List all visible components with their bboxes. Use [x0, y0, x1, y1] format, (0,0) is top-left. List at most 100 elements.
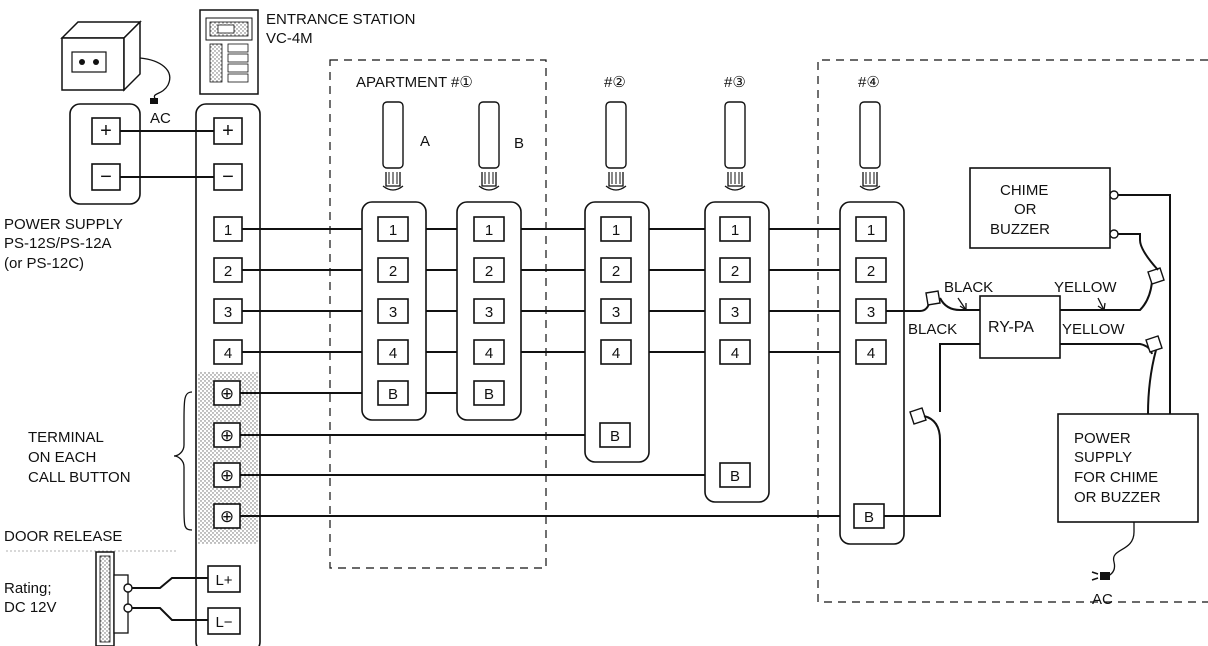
wire-connector-icon	[925, 290, 941, 306]
ps-chime-label-line2: SUPPLY	[1074, 449, 1132, 466]
es-lminus-terminal: L−	[207, 607, 241, 635]
svg-text:⊕: ⊕	[220, 426, 234, 445]
es-terminal-4: 4	[213, 339, 243, 365]
es-terminal-2: 2	[213, 257, 243, 283]
svg-text:L−: L−	[215, 614, 232, 631]
power-supply-label-line1: POWER SUPPLY	[4, 216, 123, 233]
svg-text:4: 4	[731, 345, 739, 362]
apt2-terminal-4: 4	[600, 339, 632, 365]
ac-plug-icon	[1091, 571, 1110, 581]
es-terminal-3: 3	[213, 298, 243, 324]
yellow-wire-to-splice	[1060, 343, 1153, 355]
yellow-wire-to-chime	[1118, 233, 1159, 271]
svg-text:3: 3	[389, 304, 397, 321]
apt3-terminal-b: B	[719, 462, 751, 488]
entrance-station-model: VC-4M	[266, 30, 313, 47]
svg-text:4: 4	[389, 345, 397, 362]
chime-label-line1: CHIME	[1000, 182, 1048, 199]
apt1a-terminal-1: 1	[377, 216, 409, 242]
es-call-terminal-4: ⊕	[213, 503, 241, 529]
svg-text:+: +	[100, 120, 112, 142]
apartment-4-terminal-strip	[839, 201, 905, 545]
rating-label-line2: DC 12V	[4, 599, 57, 616]
svg-text:B: B	[388, 386, 398, 403]
svg-text:1: 1	[485, 222, 493, 239]
svg-text:−: −	[222, 166, 234, 188]
apt3-terminal-3: 3	[719, 298, 751, 324]
yellow-wire-label-mid: YELLOW	[1062, 321, 1125, 338]
svg-text:1: 1	[224, 222, 232, 239]
apartment-1-group-outline	[329, 59, 547, 569]
apt1a-terminal-b: B	[377, 380, 409, 406]
yellow-wire-to-power-supply	[1147, 349, 1157, 415]
ps-minus-terminal: −	[91, 163, 121, 191]
svg-text:2: 2	[485, 263, 493, 280]
svg-text:B: B	[864, 509, 874, 526]
call-button-brace	[173, 391, 193, 531]
apt2-terminal-b: B	[599, 422, 631, 448]
apt1b-terminal-b: B	[473, 380, 505, 406]
svg-text:B: B	[484, 386, 494, 403]
arrow-icon	[957, 297, 967, 311]
apt1b-terminal-2: 2	[473, 257, 505, 283]
apt3-terminal-4: 4	[719, 339, 751, 365]
svg-text:2: 2	[612, 263, 620, 280]
apt1a-terminal-4: 4	[377, 339, 409, 365]
ps-chime-label-line1: POWER	[1074, 430, 1131, 447]
chime-power-supply-box	[1057, 413, 1199, 523]
chime-label-line3: BUZZER	[990, 221, 1050, 238]
svg-text:B: B	[610, 428, 620, 445]
chime-terminal-top	[1109, 190, 1119, 200]
svg-text:1: 1	[612, 222, 620, 239]
svg-text:1: 1	[731, 222, 739, 239]
svg-text:2: 2	[389, 263, 397, 280]
svg-text:4: 4	[224, 345, 232, 362]
wire-connector-icon	[909, 407, 927, 425]
handset-icon	[859, 101, 881, 191]
apartment-4-group-outline	[817, 59, 1208, 603]
svg-text:2: 2	[867, 263, 875, 280]
chime-or-buzzer-box	[969, 167, 1111, 249]
handset-icon	[605, 101, 627, 191]
apt1b-terminal-4: 4	[473, 339, 505, 365]
es-plus-terminal: +	[213, 117, 243, 145]
apt1b-terminal-3: 3	[473, 298, 505, 324]
svg-text:⊕: ⊕	[220, 384, 234, 403]
apt1a-terminal-2: 2	[377, 257, 409, 283]
handset-icon	[724, 101, 746, 191]
black-wire-label-top: BLACK	[944, 279, 993, 296]
ps-chime-label-line3: FOR CHIME	[1074, 469, 1158, 486]
apt2-terminal-3: 3	[600, 298, 632, 324]
ac-bottom-label: AC	[1092, 591, 1113, 608]
svg-text:⊕: ⊕	[220, 466, 234, 485]
svg-text:B: B	[730, 468, 740, 485]
terminal-label-line1: TERMINAL	[28, 429, 104, 446]
svg-text:2: 2	[731, 263, 739, 280]
entrance-station-illustration	[199, 9, 259, 95]
es-terminal-1: 1	[213, 216, 243, 242]
ps-chime-label-line4: OR BUZZER	[1074, 489, 1161, 506]
es-call-terminal-3: ⊕	[213, 462, 241, 488]
svg-text:4: 4	[867, 345, 875, 362]
rating-label-line1: Rating;	[4, 580, 52, 597]
svg-text:1: 1	[389, 222, 397, 239]
yellow-wire-to-chime-splice	[1060, 281, 1153, 311]
apt2-terminal-1: 1	[600, 216, 632, 242]
es-call-terminal-2: ⊕	[213, 422, 241, 448]
es-call-terminal-1: ⊕	[213, 380, 241, 406]
apt3-terminal-2: 2	[719, 257, 751, 283]
door-release-device	[95, 551, 133, 646]
apartment-4-label: #④	[858, 74, 880, 91]
door-release-wire-plus	[132, 577, 208, 589]
handset-a-label: A	[420, 133, 430, 150]
svg-text:L+: L+	[215, 572, 232, 589]
svg-text:4: 4	[485, 345, 493, 362]
door-release-wire-minus	[132, 607, 208, 621]
terminal-label-line2: ON EACH	[28, 449, 96, 466]
wire-connector-icon	[1147, 267, 1165, 285]
power-supply-label-line2: PS-12S/PS-12A	[4, 235, 112, 252]
apt4-terminal-1: 1	[855, 216, 887, 242]
chime-to-power-supply-wire	[1118, 194, 1171, 414]
handset-icon	[382, 101, 404, 191]
